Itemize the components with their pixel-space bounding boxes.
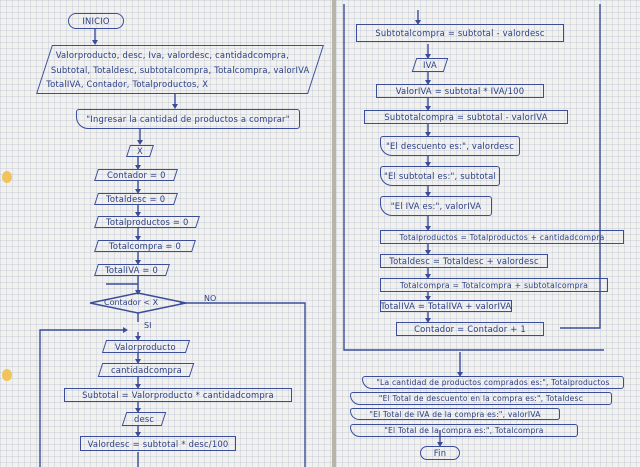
read-valorproducto: Valorproducto — [101, 340, 191, 353]
output-iva: "El IVA es:", valorIVA — [380, 196, 492, 216]
binder-hole — [2, 369, 12, 381]
branch-si-label: SI — [144, 321, 152, 330]
read-iva: IVA — [411, 58, 449, 72]
valordesc-process: Valordesc = subtotal * desc/100 — [80, 436, 236, 451]
prompt-text: "Ingresar la cantidad de productos a com… — [86, 114, 290, 124]
output-subtotal: "El subtotal es:", subtotal — [380, 166, 500, 186]
valoriva-process: ValorIVA = subtotal * IVA/100 — [376, 84, 544, 98]
final-output-productos: "La cantidad de productos comprados es:"… — [362, 376, 624, 389]
output-descuento: "El descuento es:", valordesc — [380, 136, 520, 156]
subtotal-process: Subtotal = Valorproducto * cantidadcompr… — [64, 388, 292, 402]
final-output-totalcompra: "El Total de la compra es:", Totalcompra — [350, 424, 578, 437]
read-cantidadcompra: cantidadcompra — [97, 363, 195, 377]
end-label: Fin — [433, 448, 447, 458]
decision-condition: Contador < X — [104, 298, 159, 307]
left-flow-lines — [39, 29, 306, 467]
acc-totalproductos: Totalproductos = Totalproductos + cantid… — [380, 230, 624, 244]
end-terminal: Fin — [420, 446, 460, 460]
acc-totalcompra: Totalcompra = Totalcompra + subtotalcomp… — [380, 278, 608, 292]
left-notebook-page: INICIO Valorproducto, desc, Iva, valorde… — [0, 0, 332, 467]
acc-totaldesc: Totaldesc = Totaldesc + valordesc — [380, 254, 548, 268]
binder-hole — [2, 171, 12, 183]
final-output-descuento: "El Total de descuento en la compra es:"… — [350, 392, 612, 405]
subtotalcompra-process-2: Subtotalcompra = subtotal - valorIVA — [364, 110, 568, 124]
acc-totaliva: TotalIVA = TotalIVA + valorIVA — [380, 300, 512, 312]
subtotalcompra-process-1: Subtotalcompra = subtotal - valordesc — [356, 24, 564, 42]
decision-diamond — [89, 292, 187, 314]
right-notebook-page: Subtotalcompra = subtotal - valordesc IV… — [336, 0, 640, 467]
prompt-output-box: "Ingresar la cantidad de productos a com… — [76, 109, 300, 129]
start-terminal: INICIO — [68, 13, 124, 29]
final-output-iva: "El Total de IVA de la compra es:", valo… — [350, 408, 560, 420]
acc-contador: Contador = Contador + 1 — [396, 322, 544, 336]
start-label: INICIO — [82, 16, 110, 26]
read-desc: desc — [121, 412, 167, 426]
branch-no-label: NO — [204, 294, 217, 303]
right-flow-lines — [343, 4, 604, 447]
